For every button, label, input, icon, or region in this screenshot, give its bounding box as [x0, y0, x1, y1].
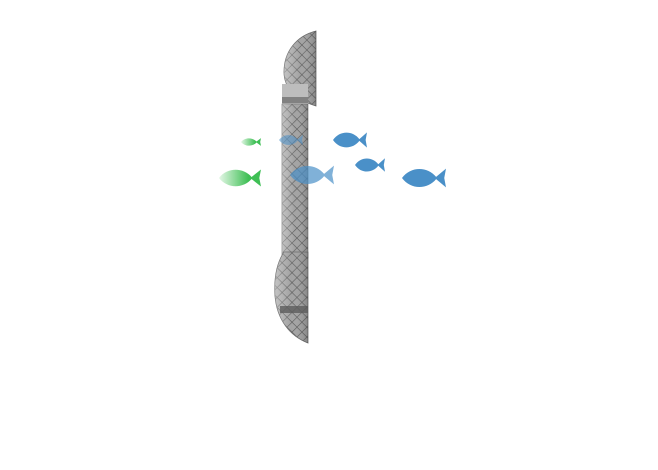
- fish-icon-blue-4: [290, 165, 334, 185]
- fish-icon-green-6: [219, 169, 261, 187]
- fish-icon-blue-5: [279, 134, 303, 146]
- fish-group: [219, 132, 446, 188]
- fish-icon-blue-3: [402, 168, 446, 188]
- fishing-net-icon: [274, 30, 317, 344]
- fish-icon-blue-1: [333, 132, 367, 148]
- fish-icon-blue-2: [355, 158, 385, 172]
- fish-icon-green-7: [241, 138, 261, 146]
